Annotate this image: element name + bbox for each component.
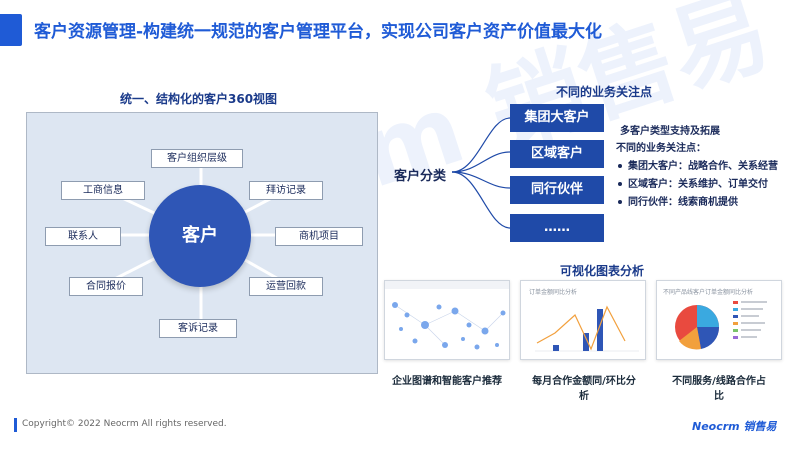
- bullet-icon: [618, 200, 622, 204]
- category-bracket-lines: [451, 117, 511, 229]
- chip-business-info[interactable]: 工商信息: [61, 181, 145, 200]
- peer-partner-box[interactable]: 同行伙伴: [510, 176, 604, 204]
- focus-item-regional: 区域客户：关系维护、订单交付: [618, 175, 768, 190]
- more-box[interactable]: ……: [510, 214, 604, 242]
- footer-accent-bar: [14, 418, 17, 432]
- left-section-heading: 统一、结构化的客户360视图: [120, 92, 278, 106]
- copyright-text: Copyright© 2022 Neocrm All rights reserv…: [22, 419, 227, 429]
- customer-360-panel: 客户组织层级 工商信息 拜访记录 联系人 商机项目 合同报价 运营回款 客诉记录…: [26, 112, 378, 374]
- thumb2-title: 订单金额同比分析: [529, 289, 578, 296]
- title-accent-bar: [0, 14, 22, 46]
- thumb-monthly-amount-chart[interactable]: 订单金额同比分析: [520, 280, 646, 360]
- chip-visit-records[interactable]: 拜访记录: [249, 181, 323, 200]
- customer-center-circle: 客户: [149, 185, 251, 287]
- focus-item-peer: 同行伙伴：线索商机提供: [618, 193, 738, 208]
- caption-service-share: 不同服务/线路合作占比: [672, 376, 766, 402]
- chip-complaints[interactable]: 客诉记录: [159, 319, 237, 338]
- bullet-icon: [618, 182, 622, 186]
- chip-opportunities[interactable]: 商机项目: [275, 227, 363, 246]
- page-title: 客户资源管理-构建统一规范的客户管理平台，实现公司客户资产价值最大化: [34, 22, 603, 42]
- customer-category-label: 客户分类: [394, 169, 447, 184]
- monthly-amount-image: [535, 305, 639, 352]
- regional-customer-box[interactable]: 区域客户: [510, 140, 604, 168]
- chip-org-hierarchy[interactable]: 客户组织层级: [151, 149, 243, 168]
- bullet-icon: [618, 164, 622, 168]
- caption-enterprise-graph: 企业图谱和智能客户推荐: [392, 376, 502, 387]
- charts-section-heading: 可视化图表分析: [560, 264, 645, 278]
- chip-contract-quote[interactable]: 合同报价: [69, 277, 143, 296]
- chip-operation-payment[interactable]: 运营回款: [249, 277, 323, 296]
- service-share-image: [675, 301, 767, 350]
- enterprise-graph-image: [385, 281, 509, 350]
- chip-contacts[interactable]: 联系人: [45, 227, 121, 246]
- brand-logo: Neocrm 销售易: [692, 420, 777, 433]
- thumb3-title: 不同产品线客户订单金额同比分析: [663, 289, 754, 296]
- caption-monthly-amount: 每月合作金额同/环比分析: [532, 376, 636, 402]
- right-section-heading: 不同的业务关注点: [556, 85, 653, 99]
- group-customer-box[interactable]: 集团大客户: [510, 104, 604, 132]
- focus-item-group: 集团大客户：战略合作、关系经营: [618, 157, 778, 172]
- thumb-service-share-chart[interactable]: 不同产品线客户订单金额同比分析: [656, 280, 782, 360]
- focus-subtitle: 不同的业务关注点：: [616, 143, 706, 154]
- focus-title: 多客户类型支持及拓展: [620, 126, 720, 137]
- thumb-enterprise-graph[interactable]: [384, 280, 510, 360]
